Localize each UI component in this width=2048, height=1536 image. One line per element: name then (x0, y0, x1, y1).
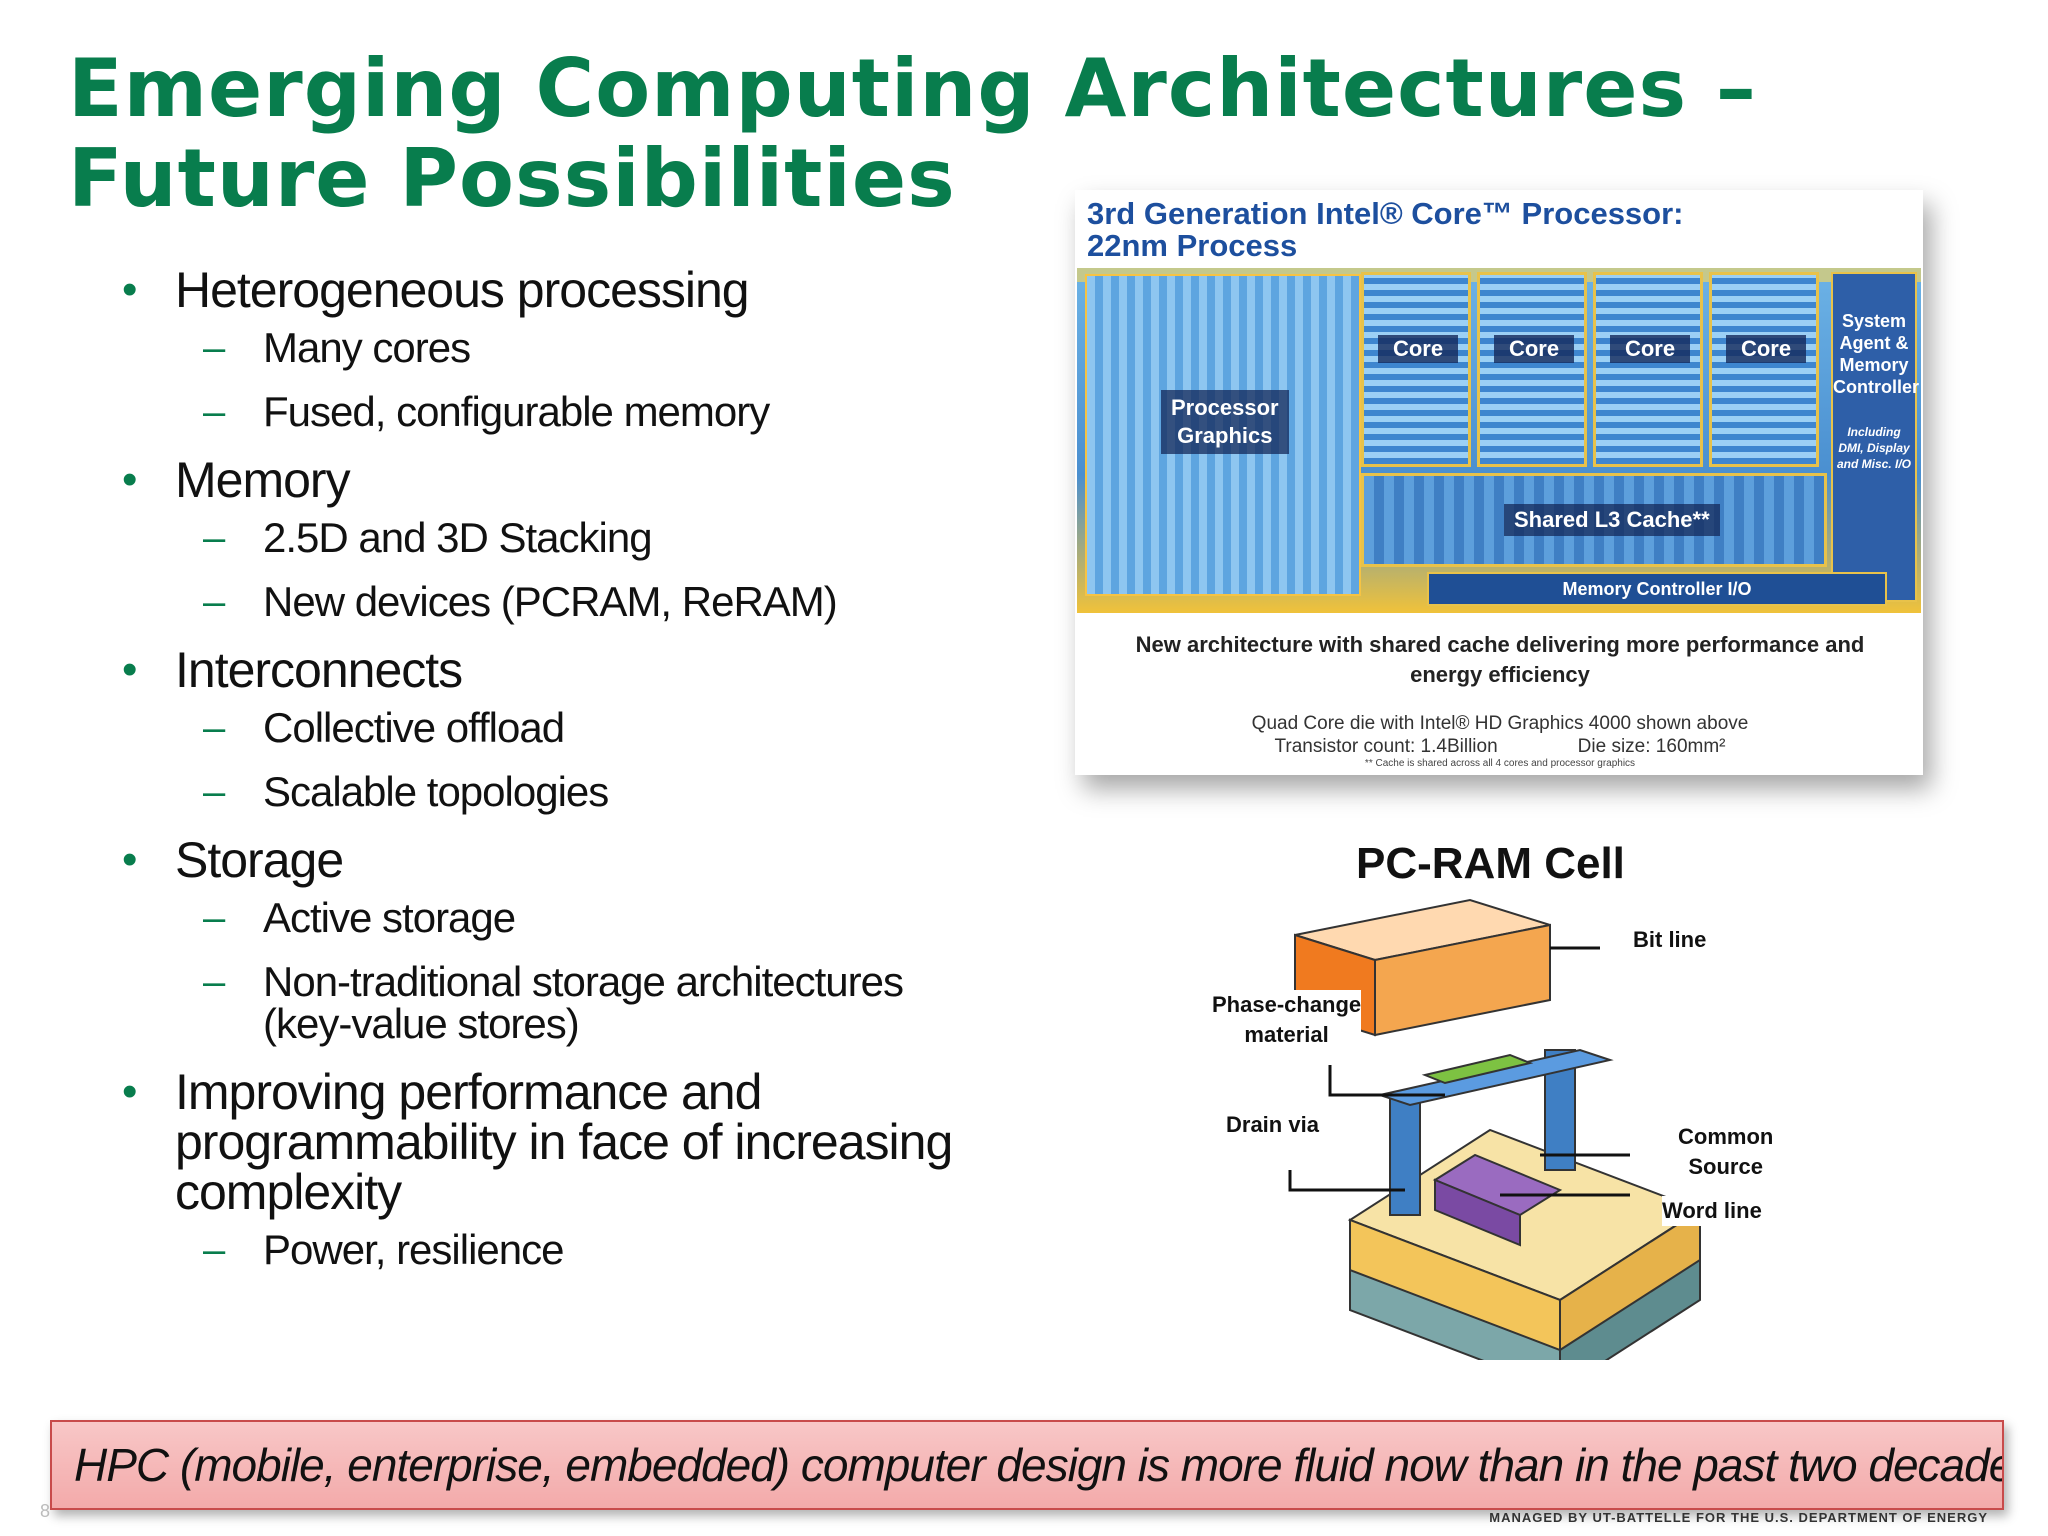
substrate-block (1347, 1128, 1703, 1360)
chip-caption-quad-core: Quad Core die with Intel® HD Graphics 40… (1251, 713, 1749, 734)
word-line-label: Word line (1662, 1196, 1762, 1226)
graphics-label: Processor Graphics (1161, 390, 1289, 454)
sub-bullet: Collective offload (175, 707, 1000, 750)
core-label: Core (1610, 335, 1690, 363)
footer-credit: MANAGED BY UT-BATTELLE FOR THE U.S. DEPA… (1489, 1510, 1988, 1525)
title-line-1: Emerging Computing Architectures – (68, 42, 1757, 135)
sub-bullet: Fused, configurable memory (175, 391, 1000, 434)
bullet-item: Heterogeneous processing Many cores Fuse… (120, 265, 1000, 433)
bullet-item: Memory 2.5D and 3D Stacking New devices … (120, 455, 1000, 623)
system-agent-line: Controller (1833, 377, 1920, 397)
core-label: Core (1494, 335, 1574, 363)
common-source-line-2: Source (1688, 1154, 1763, 1179)
slide-title: Emerging Computing Architectures – Futur… (68, 44, 1757, 224)
transistor-count: Transistor count: 1.4Billion (1274, 736, 1498, 757)
core-label: Core (1726, 335, 1806, 363)
sub-bullet-list: 2.5D and 3D Stacking New devices (PCRAM,… (175, 517, 1000, 624)
sub-bullet: Non-traditional storage architectures (k… (175, 961, 904, 1045)
bullet-text: Interconnects (175, 642, 463, 698)
bullet-item: Interconnects Collective offload Scalabl… (120, 645, 1000, 813)
system-agent-line: Memory (1839, 355, 1909, 375)
bit-line-label: Bit line (1633, 925, 1707, 955)
common-source-label: Common Source (1678, 1122, 1774, 1182)
system-agent-label: System Agent & Memory Controller (1833, 310, 1920, 398)
core-block: Core (1477, 272, 1587, 467)
sub-bullet: 2.5D and 3D Stacking (175, 517, 1000, 560)
intel-die-figure: 3rd Generation Intel® Core™ Processor: 2… (1075, 190, 1923, 775)
core-block: Core (1593, 272, 1703, 467)
chip-title-line-1: 3rd Generation Intel® Core™ Processor: (1087, 196, 1684, 231)
system-agent-line: Agent & (1839, 333, 1909, 353)
chip-figure-title: 3rd Generation Intel® Core™ Processor: 2… (1087, 198, 1684, 262)
chip-specs: Transistor count: 1.4Billion Die size: 16… (1105, 736, 1895, 758)
sub-bullet-list: Many cores Fused, configurable memory (175, 327, 1000, 434)
pcram-title: PC-RAM Cell (1356, 839, 1625, 888)
memory-controller-io: Memory Controller I/O (1427, 572, 1887, 606)
system-agent-block: System Agent & Memory Controller Includi… (1831, 272, 1920, 602)
summary-banner: HPC (mobile, enterprise, embedded) compu… (50, 1420, 2004, 1510)
drain-vias (1376, 1048, 1614, 1216)
die-size: Die size: 160mm² (1577, 736, 1726, 757)
bullet-item: Improving performance and programmabilit… (120, 1067, 1000, 1271)
sub-bullet-list: Active storage Non-traditional storage a… (175, 897, 1000, 1045)
chip-footnote: ** Cache is shared across all 4 cores an… (1364, 758, 1636, 769)
l3-cache-label: Shared L3 Cache** (1504, 504, 1720, 536)
system-agent-sub-line: Including (1847, 425, 1901, 439)
bullet-text: Storage (175, 832, 344, 888)
sub-bullet-list: Collective offload Scalable topologies (175, 707, 1000, 814)
core-block: Core (1709, 272, 1819, 467)
graphics-label-line-2: Graphics (1177, 423, 1273, 448)
phase-change-line-1: Phase-change (1212, 992, 1362, 1017)
core-label: Core (1378, 335, 1458, 363)
graphics-block: Processor Graphics (1085, 274, 1361, 596)
leader-lines (1288, 946, 1630, 1197)
transistor-gate (1432, 1153, 1563, 1247)
chip-caption: New architecture with shared cache deliv… (1135, 632, 1865, 687)
die-photo: Processor Graphics Core Core Core Core S… (1077, 268, 1921, 613)
system-agent-line: System (1841, 311, 1907, 331)
system-agent-sublabel: Including DMI, Display and Misc. I/O (1833, 424, 1915, 472)
l3-cache-block: Shared L3 Cache** (1361, 473, 1827, 567)
phase-change-line-2: material (1244, 1022, 1329, 1047)
common-source-line-1: Common (1678, 1124, 1774, 1149)
bullet-item: Storage Active storage Non-traditional s… (120, 835, 1000, 1045)
graphics-label-line-1: Processor (1171, 395, 1279, 420)
system-agent-sub-line: DMI, Display (1838, 441, 1910, 455)
phase-change-layer (1421, 1053, 1534, 1085)
sub-bullet-list: Power, resilience (175, 1229, 1000, 1272)
core-block: Core (1361, 272, 1471, 467)
sub-bullet: Active storage (175, 897, 1000, 940)
sub-bullet: Scalable topologies (175, 771, 1000, 814)
bullet-list: Heterogeneous processing Many cores Fuse… (120, 265, 1000, 1283)
bullet-text: Heterogeneous processing (175, 262, 750, 318)
bit-line-bar (1294, 898, 1551, 1037)
sub-bullet: Many cores (175, 327, 1000, 370)
sub-bullet: New devices (PCRAM, ReRAM) (175, 581, 1000, 624)
phase-change-label: Phase-change material (1212, 990, 1362, 1050)
chip-title-line-2: 22nm Process (1087, 228, 1298, 263)
drain-via-label: Drain via (1226, 1110, 1319, 1140)
sub-bullet: Power, resilience (175, 1229, 1000, 1272)
page-number: 8 (40, 1501, 51, 1521)
system-agent-sub-line: and Misc. I/O (1836, 457, 1911, 471)
bullet-text: Improving performance and programmabilit… (175, 1064, 953, 1220)
pcram-cell-diagram (1288, 898, 1703, 1360)
bullet-text: Memory (175, 452, 351, 508)
title-line-2: Future Possibilities (68, 132, 956, 225)
